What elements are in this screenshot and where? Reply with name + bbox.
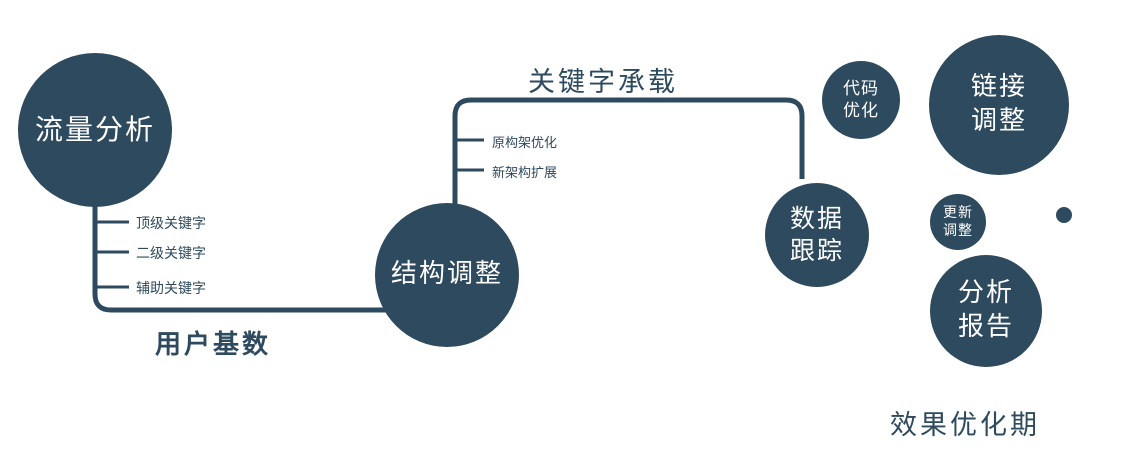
node-label-line2: 优化: [843, 101, 879, 121]
node-structure-adjust: 结构调整: [375, 203, 519, 347]
edge-label-user-base: 用户基数: [155, 330, 272, 360]
edge-label-keyword-carry: 关键字承载: [528, 67, 678, 98]
branch-label-second-keywords: 二级关键字: [136, 246, 206, 262]
decorative-dot: [1056, 207, 1072, 223]
node-traffic-analysis: 流量分析: [18, 53, 172, 207]
node-code-optimize: 代码 优化: [822, 61, 900, 139]
node-label-line1: 分析: [957, 278, 1014, 309]
node-label-line2: 调整: [970, 106, 1027, 136]
branch-label-new-structure: 新架构扩展: [492, 166, 558, 181]
node-analysis-report: 分析 报告: [930, 255, 1042, 367]
node-link-adjust: 链接 调整: [929, 35, 1069, 175]
node-label-line1: 链接: [970, 72, 1027, 103]
branch-label-aux-keywords: 辅助关键字: [136, 281, 206, 297]
node-label: 流量分析: [34, 112, 155, 146]
branch-label-original-structure: 原构架优化: [492, 136, 558, 151]
branch-label-top-keywords: 顶级关键字: [136, 216, 206, 232]
node-data-tracking: 数据 跟踪: [765, 183, 869, 287]
node-label: 结构调整: [390, 259, 503, 290]
node-label-line1: 数据: [789, 203, 844, 233]
caption-effect-optimization: 效果优化期: [890, 410, 1040, 441]
node-label-line2: 调整: [943, 223, 973, 239]
node-label-line1: 更新: [943, 204, 973, 221]
node-label-line2: 报告: [957, 312, 1014, 342]
edge-traffic-structure: [92, 198, 386, 313]
edge-structure-tracking: [452, 97, 805, 206]
node-update-adjust: 更新 调整: [930, 194, 986, 250]
node-label-line1: 代码: [843, 78, 879, 99]
node-label-line2: 跟踪: [789, 236, 844, 265]
